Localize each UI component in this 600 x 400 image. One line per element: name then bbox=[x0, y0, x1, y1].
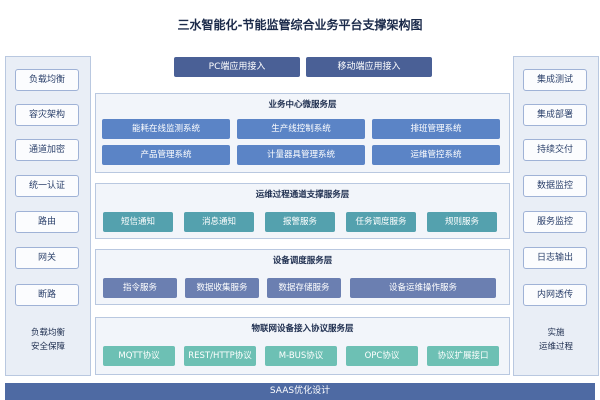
left-item-channel-encryption[interactable]: 通道加密 bbox=[15, 139, 79, 161]
right-item-service-monitoring[interactable]: 服务监控 bbox=[523, 211, 587, 233]
tile-protocol-extension[interactable]: 协议扩展接口 bbox=[427, 346, 499, 366]
tile-mqtt[interactable]: MQTT协议 bbox=[103, 346, 175, 366]
right-item-data-monitoring[interactable]: 数据监控 bbox=[523, 175, 587, 197]
layer-iot-protocols: 物联网设备接入协议服务层 MQTT协议 REST/HTTP协议 M-BUS协议 … bbox=[95, 317, 510, 375]
tile-energy-monitoring[interactable]: 能耗在线监测系统 bbox=[102, 119, 230, 139]
left-item-unified-auth[interactable]: 统一认证 bbox=[15, 175, 79, 197]
left-item-disaster-recovery[interactable]: 容灾架构 bbox=[15, 104, 79, 126]
saas-bar: SAAS优化设计 bbox=[5, 383, 595, 400]
left-footer-line1: 负载均衡 bbox=[30, 328, 65, 338]
tile-data-collection[interactable]: 数据收集服务 bbox=[185, 278, 259, 298]
tile-message-notification[interactable]: 消息通知 bbox=[184, 212, 254, 232]
tile-shift-management[interactable]: 排班管理系统 bbox=[372, 119, 500, 139]
right-panel: 集成测试 集成部署 持续交付 数据监控 服务监控 日志输出 内网透传 实施 运维… bbox=[513, 56, 599, 376]
tile-sms-notification[interactable]: 短信通知 bbox=[103, 212, 173, 232]
right-item-intranet-penetration[interactable]: 内网透传 bbox=[523, 284, 587, 306]
tile-data-storage[interactable]: 数据存储服务 bbox=[267, 278, 341, 298]
right-item-continuous-delivery[interactable]: 持续交付 bbox=[523, 139, 587, 161]
right-item-log-output[interactable]: 日志输出 bbox=[523, 247, 587, 269]
tile-task-scheduling[interactable]: 任务调度服务 bbox=[346, 212, 416, 232]
layer-title: 业务中心微服务层 bbox=[268, 100, 337, 110]
tile-product-management[interactable]: 产品管理系统 bbox=[102, 145, 230, 165]
tile-device-ops[interactable]: 设备运维操作服务 bbox=[350, 278, 496, 298]
pc-entry-button[interactable]: PC端应用接入 bbox=[174, 57, 300, 77]
tile-production-control[interactable]: 生产线控制系统 bbox=[237, 119, 365, 139]
tile-mbus[interactable]: M-BUS协议 bbox=[265, 346, 337, 366]
tile-ops-control[interactable]: 运维管控系统 bbox=[372, 145, 500, 165]
right-footer-line2: 运维过程 bbox=[538, 342, 573, 352]
left-item-routing[interactable]: 路由 bbox=[15, 211, 79, 233]
page-title: 三水智能化-节能监管综合业务平台支撑架构图 bbox=[177, 18, 423, 32]
left-item-load-balance[interactable]: 负载均衡 bbox=[15, 69, 79, 91]
tile-meter-management[interactable]: 计量器具管理系统 bbox=[237, 145, 365, 165]
left-item-gateway[interactable]: 网关 bbox=[15, 247, 79, 269]
layer-business-microservices: 业务中心微服务层 能耗在线监测系统 生产线控制系统 排班管理系统 产品管理系统 … bbox=[95, 93, 510, 173]
layer-device-scheduling: 设备调度服务层 指令服务 数据收集服务 数据存储服务 设备运维操作服务 bbox=[95, 249, 510, 305]
layer-title: 物联网设备接入协议服务层 bbox=[251, 324, 354, 334]
layer-title: 设备调度服务层 bbox=[272, 256, 333, 266]
tile-alarm-service[interactable]: 报警服务 bbox=[265, 212, 335, 232]
layer-title: 运维过程通道支撑服务层 bbox=[255, 190, 350, 200]
tile-opc[interactable]: OPC协议 bbox=[346, 346, 418, 366]
layer-ops-channel-support: 运维过程通道支撑服务层 短信通知 消息通知 报警服务 任务调度服务 规则服务 bbox=[95, 183, 510, 239]
left-panel: 负载均衡 容灾架构 通道加密 统一认证 路由 网关 断路 负载均衡 安全保障 bbox=[5, 56, 91, 376]
tile-command-service[interactable]: 指令服务 bbox=[103, 278, 177, 298]
tile-rest-http[interactable]: REST/HTTP协议 bbox=[184, 346, 256, 366]
right-item-integration-deploy[interactable]: 集成部署 bbox=[523, 104, 587, 126]
mobile-entry-button[interactable]: 移动端应用接入 bbox=[306, 57, 432, 77]
left-footer-line2: 安全保障 bbox=[30, 342, 65, 352]
right-footer-line1: 实施 bbox=[547, 328, 565, 338]
right-item-integration-test[interactable]: 集成测试 bbox=[523, 69, 587, 91]
tile-rule-service[interactable]: 规则服务 bbox=[427, 212, 497, 232]
left-item-circuit-breaker[interactable]: 断路 bbox=[15, 284, 79, 306]
